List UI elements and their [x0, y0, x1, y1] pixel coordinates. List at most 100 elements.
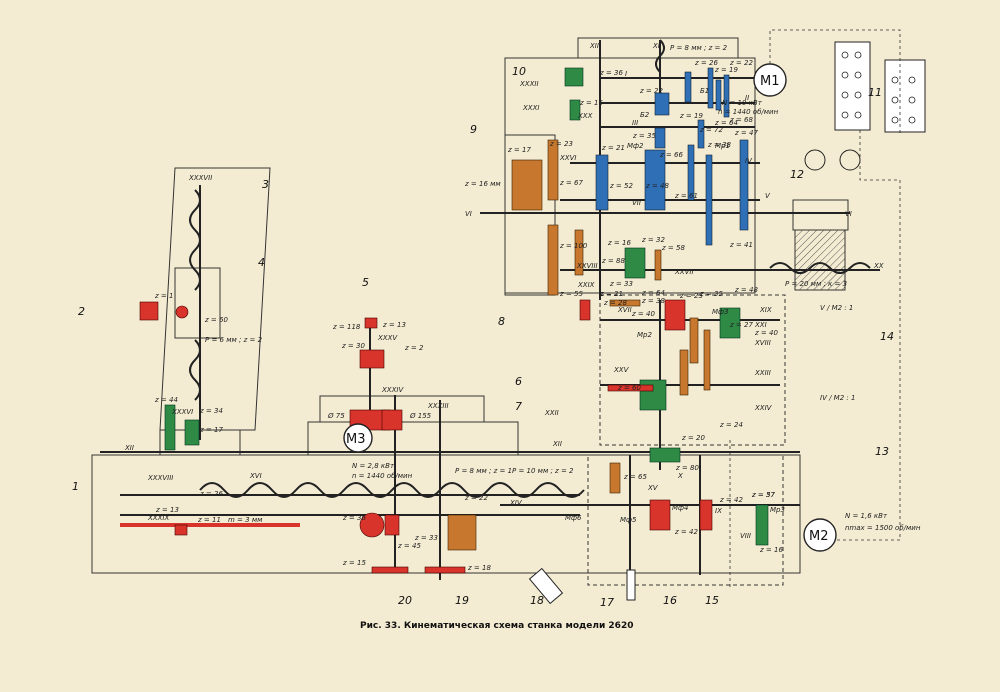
handwheels: [528, 567, 636, 605]
gear-label: z = 30: [341, 342, 365, 350]
m3-power: N = 2,8 кВт: [352, 462, 395, 470]
screw-top-text: P = 8 мм ; z = 2: [670, 44, 728, 52]
gear-label: z = 38: [707, 141, 731, 149]
gear-z60-red: [607, 384, 654, 392]
gear-z16: [569, 99, 581, 121]
callout-4: 4: [258, 256, 265, 269]
gear-z41: [705, 154, 713, 246]
gear-z40: [609, 299, 641, 307]
column-inner: [174, 267, 221, 339]
callout-9: 9: [470, 123, 477, 136]
shaft-label-vi: VI: [465, 210, 472, 218]
gear-label: z = 22: [464, 494, 488, 502]
gear-label: z = 18: [467, 564, 491, 572]
shaft-labels: I II III IV V VI VI VII VIII IX X XI XII…: [124, 42, 884, 540]
callout-18: 18: [530, 594, 544, 607]
gear-z35c: [719, 307, 741, 339]
z16mm-text: z = 16 мм: [464, 180, 501, 188]
spindle-housing: [792, 199, 849, 231]
gear-label: z = 42: [674, 528, 698, 536]
d155-text: Ø 155: [409, 412, 432, 420]
gear-z35b: [679, 349, 689, 396]
dials-12: [804, 149, 861, 171]
gear-z17-block: [511, 159, 543, 211]
gear-z36-red: [359, 512, 385, 538]
gear-label: z = 13: [155, 506, 179, 514]
shaft-label-ii: II: [745, 94, 749, 102]
gear-z48: [644, 149, 666, 211]
gear-z4: [579, 299, 591, 321]
panel-right: [884, 59, 926, 133]
clutch-b2: Б2: [640, 111, 650, 119]
gear-label: z = 24: [719, 421, 743, 429]
motors: [343, 63, 837, 552]
callout-1: 1: [72, 480, 79, 493]
gear-label: z = 100: [559, 242, 588, 250]
shaft-label-xiv: XIV: [509, 499, 523, 507]
gear-label: z = 67: [559, 179, 583, 187]
motor-m2-label: M2: [809, 529, 829, 544]
gear-label: z = 64: [641, 289, 665, 297]
gear-z44: [164, 404, 176, 451]
gear-z88: [574, 229, 584, 276]
gear-z60: [639, 379, 667, 411]
gear-z67: [547, 139, 559, 201]
shaft-label-xxii: XXII: [544, 409, 559, 417]
screw-xx: [769, 262, 871, 274]
screw-xvi: [199, 482, 585, 498]
callout-7: 7: [515, 400, 522, 413]
gear-labels: z = 26 z = 22 z = 19 z = 22 z = 19 z = 6…: [154, 59, 783, 572]
gear-label: z = 33: [609, 280, 633, 288]
gear-label: z = 11: [197, 516, 221, 524]
shaft-label-xxv: XXV: [613, 366, 630, 374]
rack-pinion: [174, 524, 188, 536]
shaft-label-xxxv: XXXV: [377, 334, 398, 342]
motor-m1-label: M1: [760, 74, 780, 89]
shaft-label-xix: XIX: [759, 306, 772, 314]
gear-label: z = 21: [599, 290, 623, 298]
shaft-label-xi: XI: [652, 42, 660, 50]
gear-label: z = 34: [199, 407, 223, 415]
callout-19: 19: [455, 594, 469, 607]
gear-label: z = 40: [754, 329, 778, 337]
control-panel-11: [834, 41, 926, 133]
figure-caption: Рис. 33. Кинематическая схема станка мод…: [360, 621, 633, 631]
gear-label: z = 44: [154, 396, 178, 404]
gear-z47: [739, 139, 749, 231]
spindle-body: [794, 229, 846, 291]
motor-m2: [803, 518, 837, 552]
callout-14: 14: [880, 330, 894, 343]
shaft-label-ix: IX: [715, 507, 722, 515]
ratio-14-text: V / M2 : 1: [820, 304, 853, 312]
gear-z64: [697, 119, 705, 149]
shaft-label-xxvii: XXVII: [674, 268, 694, 276]
gear-label: z = 55: [559, 290, 583, 298]
gear-z48b: [703, 329, 711, 391]
callout-6: 6: [515, 375, 522, 388]
gear-z61: [687, 144, 695, 201]
column-housing: [159, 167, 271, 431]
motor-m3-label: M3: [346, 432, 366, 447]
gears-orange: [447, 139, 711, 551]
screw-column-bottom: [189, 339, 201, 401]
clutch-mf2: Мф2: [627, 142, 644, 150]
shaft-label-xii: XII: [124, 444, 134, 452]
clutch-mf3: Мф3: [712, 308, 728, 316]
handwheel-18: [528, 567, 564, 605]
shaft-label-xii-b: XII: [552, 440, 562, 448]
gear-z37: [755, 504, 769, 546]
gears-green: [164, 67, 769, 546]
gear-b2: [654, 92, 670, 116]
gear-label: z = 38: [641, 297, 665, 305]
clutch-b1: Б1: [700, 87, 709, 95]
shaft-label-xxxiv: XXXIV: [381, 386, 404, 394]
callout-2: 2: [78, 305, 85, 318]
lead-screws: [189, 39, 871, 498]
gear-z15: [371, 566, 409, 574]
gear-xi: [649, 447, 681, 463]
gear-label: z = 22: [639, 87, 663, 95]
shaft-label-xxxvi: XXXVI: [171, 408, 193, 416]
gear-label: z = 32: [641, 236, 665, 244]
